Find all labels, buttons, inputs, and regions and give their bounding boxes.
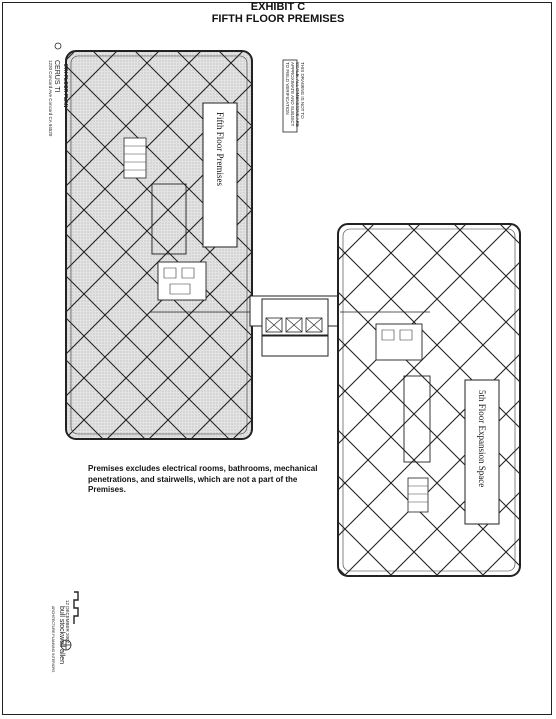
scale-text: 12 DECEMBER 2007 bbox=[65, 600, 70, 644]
project-name: CERUS TI bbox=[53, 60, 60, 93]
compass-icon bbox=[54, 42, 62, 50]
left-room-label: Fifth Floor Premises bbox=[215, 112, 225, 187]
exhibit-title: EXHIBIT C bbox=[250, 1, 306, 13]
premises-note: Premises excludes electrical rooms, bath… bbox=[88, 464, 318, 494]
legend-block bbox=[282, 59, 298, 133]
exhibit-header: EXHIBIT C FIFTH FLOOR PREMISES bbox=[0, 1, 556, 25]
project-address: 1220 Concord Ave Concord CA 94520 bbox=[48, 60, 53, 137]
firm-name: bull stockwell allen bbox=[58, 606, 65, 664]
north-arrow-icon bbox=[60, 639, 72, 651]
connector-core bbox=[249, 295, 341, 357]
legend-text: THIS DRAWING IS NOT TO SCALE. ALL DIMENS… bbox=[285, 62, 305, 127]
left-label-box bbox=[202, 102, 238, 248]
right-label-box bbox=[464, 379, 500, 525]
right-room-label: 5th Floor Expansion Space bbox=[477, 390, 487, 488]
exhibit-subtitle: FIFTH FLOOR PREMISES bbox=[211, 13, 345, 25]
scale-bar bbox=[73, 591, 79, 624]
firm-tagline: ARCHITECTURE PLANNING INTERIORS bbox=[51, 606, 55, 673]
plan-title: 5TH FLOOR PLAN bbox=[62, 64, 68, 108]
